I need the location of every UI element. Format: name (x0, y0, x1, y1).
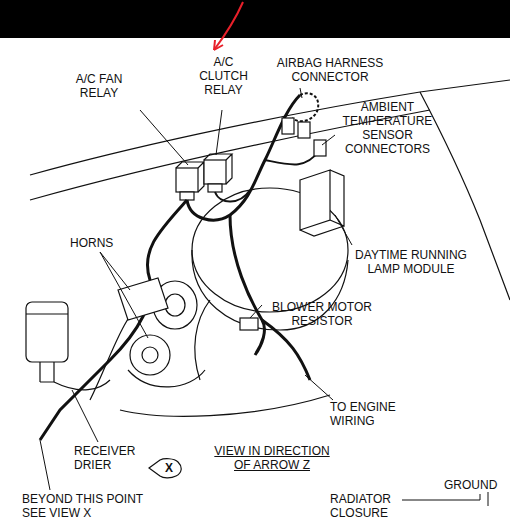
a-c-clutch-relay (204, 154, 232, 192)
wiring-harness (187, 95, 300, 220)
part-label: TO ENGINE WIRING (330, 400, 412, 428)
wiring-harness (265, 150, 320, 164)
support (195, 300, 210, 380)
part-label: AMBIENT TEMPERATURE SENSOR CONNECTORS (340, 100, 435, 156)
wiring-harness (215, 190, 250, 202)
wiring-harness (230, 215, 264, 355)
top-band (0, 0, 510, 38)
view-caption: VIEW IN DIRECTION OF ARROW Z (208, 444, 336, 472)
part-label: HORNS (70, 236, 130, 250)
blower-motor-resistor (240, 318, 258, 330)
engine-wiring (262, 320, 310, 380)
highlight-arrow (214, 40, 223, 50)
view-arrow-symbol: X (148, 457, 184, 479)
part-label: RECEIVER DRIER (74, 444, 146, 472)
part-label: BLOWER MOTOR RESISTOR (256, 300, 388, 328)
highlight-arrow (214, 2, 243, 50)
ambient-temperature-sensor-connectors (282, 118, 326, 156)
part-label: RADIATOR CLOSURE (330, 492, 406, 520)
leader-line (40, 88, 488, 506)
part-label: A/C CLUTCH RELAY (196, 55, 251, 97)
part-label: BEYOND THIS POINT SEE VIEW X (22, 492, 150, 520)
receiver-drier (26, 302, 110, 390)
part-label: AIRBAG HARNESS CONNECTOR (266, 56, 394, 84)
part-label: DAYTIME RUNNING LAMP MODULE (350, 248, 472, 276)
part-label: A/C FAN RELAY (68, 72, 130, 100)
view-letter: X (148, 457, 184, 479)
airbag-connector (292, 93, 318, 121)
horns (118, 278, 205, 387)
daytime-running-lamp-module (300, 170, 344, 236)
part-label: GROUND (444, 478, 506, 492)
support (120, 395, 330, 416)
a-c-fan-relay (176, 162, 204, 200)
